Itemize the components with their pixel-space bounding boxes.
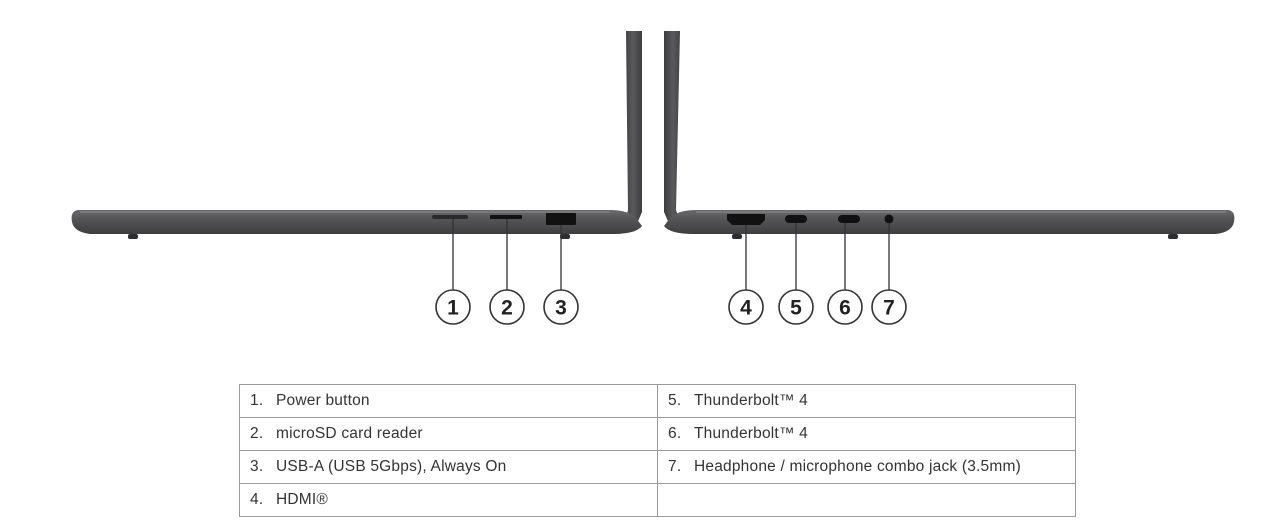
legend-label: Power button: [276, 392, 370, 409]
right-view-foot-right: [1168, 234, 1178, 239]
legend-label: microSD card reader: [276, 425, 423, 442]
legend-cell-empty: [657, 483, 1076, 517]
legend-number: 1.: [250, 392, 264, 409]
legend-cell-5: 5. Thunderbolt™ 4: [657, 384, 1076, 418]
callout-circles: [435, 289, 907, 325]
legend-label: USB-A (USB 5Gbps), Always On: [276, 458, 507, 475]
callout-number-1: 1: [447, 297, 459, 320]
table-row: 2. microSD card reader 6. Thunderbolt™ 4: [239, 417, 1076, 451]
left-view-base-highlight: [80, 211, 610, 213]
callout-number-5: 5: [790, 297, 802, 320]
laptop-right-side-view: [664, 31, 1235, 239]
legend-cell-1: 1. Power button: [239, 384, 658, 418]
callout-number-6: 6: [839, 297, 851, 320]
left-view-foot-right: [560, 234, 570, 239]
table-row: 4. HDMI®: [239, 483, 1076, 517]
callout-number-7: 7: [883, 297, 895, 320]
legend-label: Headphone / microphone combo jack (3.5mm…: [694, 458, 1021, 475]
right-view-lid: [664, 31, 682, 226]
legend-number: 6.: [668, 425, 682, 442]
table-row: 3. USB-A (USB 5Gbps), Always On 7. Headpho…: [239, 450, 1076, 484]
left-view-foot-left: [128, 234, 138, 239]
legend-number: 7.: [668, 458, 682, 475]
thunderbolt-port-1: [785, 215, 807, 223]
legend-cell-7: 7. Headphone / microphone combo jack (3.5…: [657, 450, 1076, 484]
callout-circle-1: [435, 289, 471, 325]
right-view-foot-left: [732, 234, 742, 239]
callout-lines: [452, 219, 890, 290]
legend-cell-2: 2. microSD card reader: [239, 417, 658, 451]
power-button-port: [432, 215, 468, 219]
hdmi-port: [727, 214, 765, 225]
legend-number: 5.: [668, 392, 682, 409]
thunderbolt-port-2: [838, 215, 860, 223]
callout-circle-5: [778, 289, 814, 325]
laptop-side-views-diagram: 1 2 3 4 5 6 7: [71, 31, 1235, 325]
legend-cell-4: 4. HDMI®: [239, 483, 658, 517]
legend-number: 4.: [250, 491, 264, 508]
ports-legend-table: 1. Power button 5. Thunderbolt™ 4 2. microS…: [239, 384, 1076, 517]
laptop-left-side-view: [71, 31, 643, 239]
callout-circle-4: [728, 289, 764, 325]
legend-number: 3.: [250, 458, 264, 475]
callout-number-4: 4: [740, 297, 752, 320]
legend-label: Thunderbolt™ 4: [694, 392, 808, 409]
callout-circle-6: [827, 289, 863, 325]
callout-circle-7: [871, 289, 907, 325]
microsd-slot-port: [490, 215, 522, 219]
legend-cell-6: 6. Thunderbolt™ 4: [657, 417, 1076, 451]
callout-circle-2: [489, 289, 525, 325]
legend-number: 2.: [250, 425, 264, 442]
callout-circle-3: [543, 289, 579, 325]
right-view-base-highlight: [696, 211, 1226, 213]
legend-label: Thunderbolt™ 4: [694, 425, 808, 442]
callout-number-2: 2: [501, 297, 513, 320]
usb-a-port: [546, 213, 576, 225]
right-view-base: [664, 210, 1235, 234]
legend-cell-3: 3. USB-A (USB 5Gbps), Always On: [239, 450, 658, 484]
callout-numbers: 1 2 3 4 5 6 7: [447, 297, 895, 320]
audio-jack-port: [884, 214, 894, 224]
table-row: 1. Power button 5. Thunderbolt™ 4: [239, 384, 1076, 418]
left-view-lid: [624, 31, 642, 226]
legend-label: HDMI®: [276, 491, 329, 508]
callout-number-3: 3: [555, 297, 567, 320]
